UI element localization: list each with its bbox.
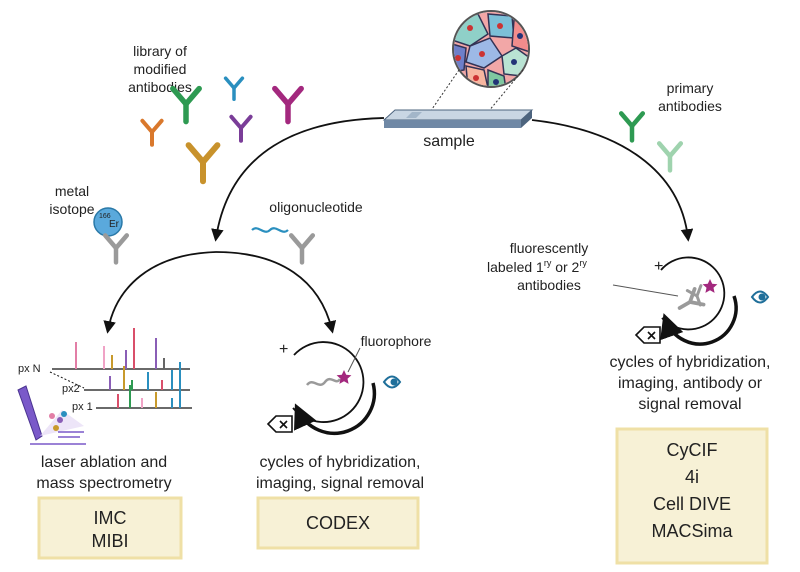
oligo-probe-icon: [306, 377, 342, 386]
codex-box: CODEX: [256, 496, 420, 550]
arrow-to-imc: [103, 251, 217, 334]
leader-line-right: [612, 284, 679, 297]
antibody-icon-primary-light: [659, 143, 681, 170]
eraser-icon-codex: [266, 415, 293, 433]
library-label-line1: library of: [133, 43, 187, 59]
eye-icon-right: [750, 290, 770, 304]
oligo-label: oligonucleotide: [269, 199, 363, 215]
mass-spectra-icon: [49, 328, 192, 409]
px-n-label: px N: [18, 363, 41, 375]
laser-icon: [17, 385, 86, 445]
method-codex: CODEX: [306, 513, 370, 533]
primary-label-line2: antibodies: [658, 98, 722, 114]
library-label-line2: modified: [134, 61, 187, 77]
codex-desc-line2: imaging, signal removal: [256, 475, 424, 492]
arrow-to-right-branch: [531, 119, 694, 242]
right-desc-line2: imaging, antibody or: [618, 375, 763, 392]
isotope-symbol: Er: [109, 219, 120, 230]
primary-label-line1: primary: [667, 80, 714, 96]
fluor-labeled-line2: labeled 1ry or 2ry: [487, 258, 587, 275]
method-4i: 4i: [685, 467, 699, 487]
arrow-to-left-branch: [211, 117, 385, 242]
cycle-icon-codex: +: [266, 341, 402, 436]
metal-label-line1: metal: [55, 183, 89, 199]
oligo-strand-icon: [251, 227, 289, 233]
px-2-label: px2: [62, 383, 80, 395]
antibody-icon-oligo: [291, 235, 313, 262]
cycif-box: CyCIF 4i Cell DIVE MACSima: [615, 427, 769, 565]
codex-desc-line1: cycles of hybridization,: [260, 454, 421, 471]
antibody-icon-primary-dark: [621, 113, 643, 140]
cycle-icon-right: +: [612, 256, 770, 346]
antibody-icon-orange: [142, 121, 161, 145]
antibody-icon-metal: [105, 235, 127, 262]
isotope-icon: 166 Er: [93, 207, 123, 237]
eraser-icon-right: [634, 326, 661, 344]
imc-desc-line1: laser ablation and: [41, 454, 167, 471]
tissue-magnification-icon: [452, 10, 530, 88]
right-desc-line1: cycles of hybridization,: [610, 354, 771, 371]
plus-sign-right: +: [654, 258, 663, 275]
fluor-labeled-line1: fluorescently: [510, 240, 589, 256]
px-1-label: px 1: [72, 401, 93, 413]
fluorophore-label: fluorophore: [361, 333, 432, 349]
antibody-icon-blue: [223, 76, 245, 101]
method-cell-dive: Cell DIVE: [653, 494, 731, 514]
eye-icon-codex: [382, 375, 402, 389]
star-icon-right: [702, 279, 718, 293]
fluor-labeled-line3: antibodies: [517, 277, 581, 293]
star-icon-codex: [336, 370, 352, 384]
imc-mibi-box: IMC MIBI: [37, 496, 183, 560]
imc-desc-line2: mass spectrometry: [36, 475, 171, 492]
method-macsima: MACSima: [651, 521, 733, 541]
sample-label: sample: [423, 133, 475, 150]
arrow-to-codex: [215, 251, 337, 334]
metal-label-line2: isotope: [49, 201, 94, 217]
antibody-icon-magenta: [275, 89, 301, 122]
right-desc-line3: signal removal: [638, 396, 741, 413]
library-label-line3: antibodies: [128, 79, 192, 95]
slide-icon: [382, 109, 534, 128]
isotope-mass: 166: [99, 213, 111, 220]
antibody-icon-gold: [189, 145, 218, 181]
method-imc: IMC: [94, 508, 127, 528]
antibody-icon-purple: [231, 117, 250, 141]
plus-sign-codex: +: [279, 341, 288, 358]
method-mibi: MIBI: [91, 531, 128, 551]
method-cycif: CyCIF: [667, 440, 718, 460]
